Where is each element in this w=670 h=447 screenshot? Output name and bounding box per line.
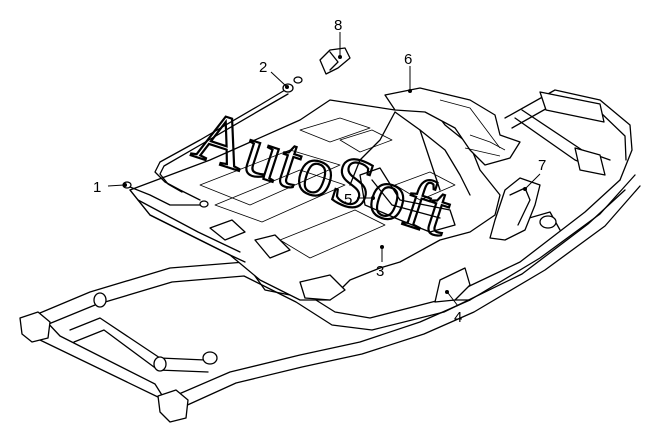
callout-1: 1 — [93, 179, 101, 196]
callout-5: 5 — [344, 191, 352, 208]
floor-pan — [129, 87, 521, 301]
callout-6: 6 — [404, 51, 412, 68]
callout-2: 2 — [259, 59, 267, 76]
bracket-part-7 — [489, 177, 541, 241]
chassis-frame — [19, 89, 641, 423]
callout-3: 3 — [376, 263, 384, 280]
callouts: 1 2 3 4 5 6 7 8 — [93, 17, 546, 326]
bracket-part-8 — [319, 47, 351, 75]
callout-4: 4 — [454, 309, 462, 326]
callout-7: 7 — [538, 157, 546, 174]
callout-8: 8 — [334, 17, 342, 34]
bracket-part-4 — [434, 267, 471, 303]
